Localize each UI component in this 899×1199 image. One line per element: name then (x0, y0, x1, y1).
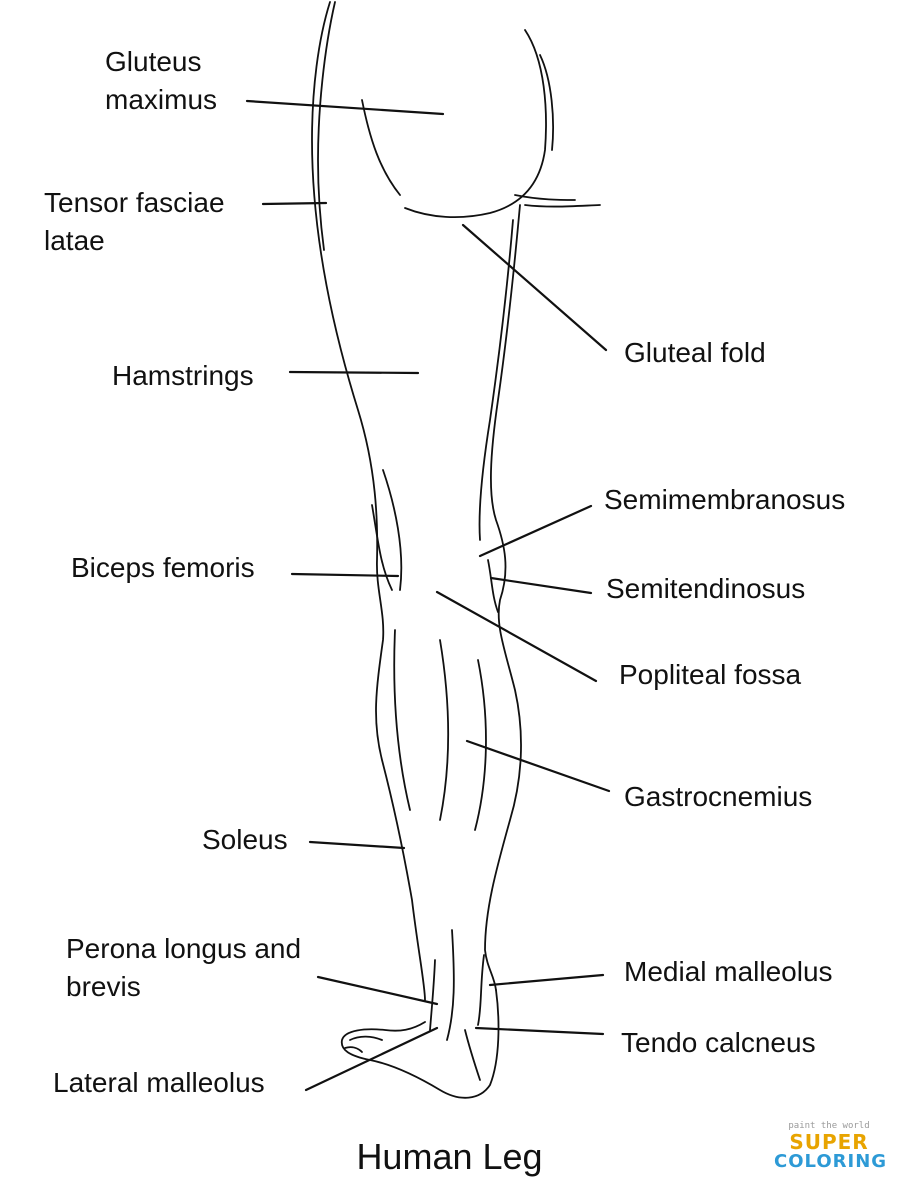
label-medial-malleolus: Medial malleolus (624, 956, 833, 987)
leader-semimembranosus (478, 504, 593, 558)
label-tensor-fasciae-latae: Tensor fasciae latae (44, 184, 225, 260)
label-tendo-calcneus: Tendo calcneus (621, 1027, 816, 1058)
watermark-word1: SUPER (789, 1130, 869, 1154)
leg-outline (311, 1, 601, 1099)
leader-tensor-fasciae-latae (261, 201, 328, 206)
label-gluteus-maximus-line1: Gluteus (105, 46, 202, 77)
leader-biceps-femoris (290, 572, 400, 578)
leader-semitendinosus (489, 576, 593, 595)
diagram-title: Human Leg (356, 1136, 543, 1177)
leader-lateral-malleolus (304, 1026, 439, 1092)
label-popliteal-fossa: Popliteal fossa (619, 659, 802, 690)
label-gluteus-maximus: Gluteus maximus (105, 43, 217, 119)
leader-lines (245, 99, 611, 1092)
label-perona-longus-brevis: Perona longus and brevis (66, 930, 301, 1006)
label-lateral-malleolus: Lateral malleolus (53, 1067, 265, 1098)
label-perona-line2: brevis (66, 971, 141, 1002)
leader-gluteal-fold (461, 223, 608, 352)
watermark-word2: COLORING (774, 1151, 888, 1172)
leader-hamstrings (288, 370, 420, 375)
label-soleus: Soleus (202, 824, 288, 855)
label-tensor-fasciae-latae-line2: latae (44, 225, 105, 256)
watermark-tagline: paint the world (788, 1121, 870, 1131)
label-gluteal-fold: Gluteal fold (624, 337, 766, 368)
label-hamstrings: Hamstrings (112, 360, 254, 391)
leader-medial-malleolus (488, 973, 605, 987)
label-biceps-femoris: Biceps femoris (71, 552, 255, 583)
leader-gluteus-maximus (245, 99, 445, 116)
label-tensor-fasciae-latae-line1: Tensor fasciae (44, 187, 225, 218)
leader-soleus (308, 840, 406, 850)
label-perona-line1: Perona longus and (66, 933, 302, 964)
leader-gastrocnemius (465, 739, 611, 793)
leader-tendo-calcneus (474, 1026, 605, 1036)
label-gluteus-maximus-line2: maximus (105, 84, 218, 115)
leader-popliteal-fossa (435, 590, 598, 683)
label-gastrocnemius: Gastrocnemius (624, 781, 813, 812)
label-semimembranosus: Semimembranosus (604, 484, 846, 515)
leader-perona-longus-brevis (316, 975, 439, 1006)
label-semitendinosus: Semitendinosus (606, 573, 806, 604)
watermark-logo: paint the world SUPER COLORING (774, 1120, 888, 1180)
